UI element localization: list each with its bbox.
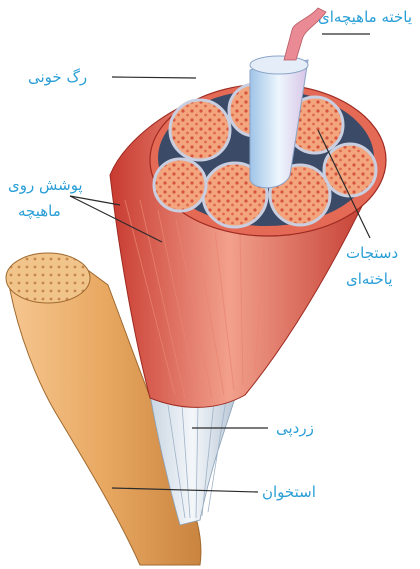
label-bone: استخوان xyxy=(262,481,316,503)
leader-line-blood-vessel xyxy=(112,77,196,78)
fascicle xyxy=(170,100,230,160)
label-muscle-sheath-line1: پوشش روی xyxy=(8,174,83,196)
label-cell-bundles-line1: دستجات xyxy=(346,242,398,264)
label-blood-vessel: رگ خونی xyxy=(28,66,87,88)
fascicle xyxy=(154,159,206,211)
label-muscle-cell: یاخته ماهیچه‌ای xyxy=(318,6,412,28)
label-muscle-sheath-line2: ماهیچه xyxy=(18,200,61,222)
fascicle xyxy=(324,144,376,196)
label-cell-bundles-line2: یاخته‌ای xyxy=(346,268,393,290)
label-tendon: زردپی xyxy=(276,417,314,439)
